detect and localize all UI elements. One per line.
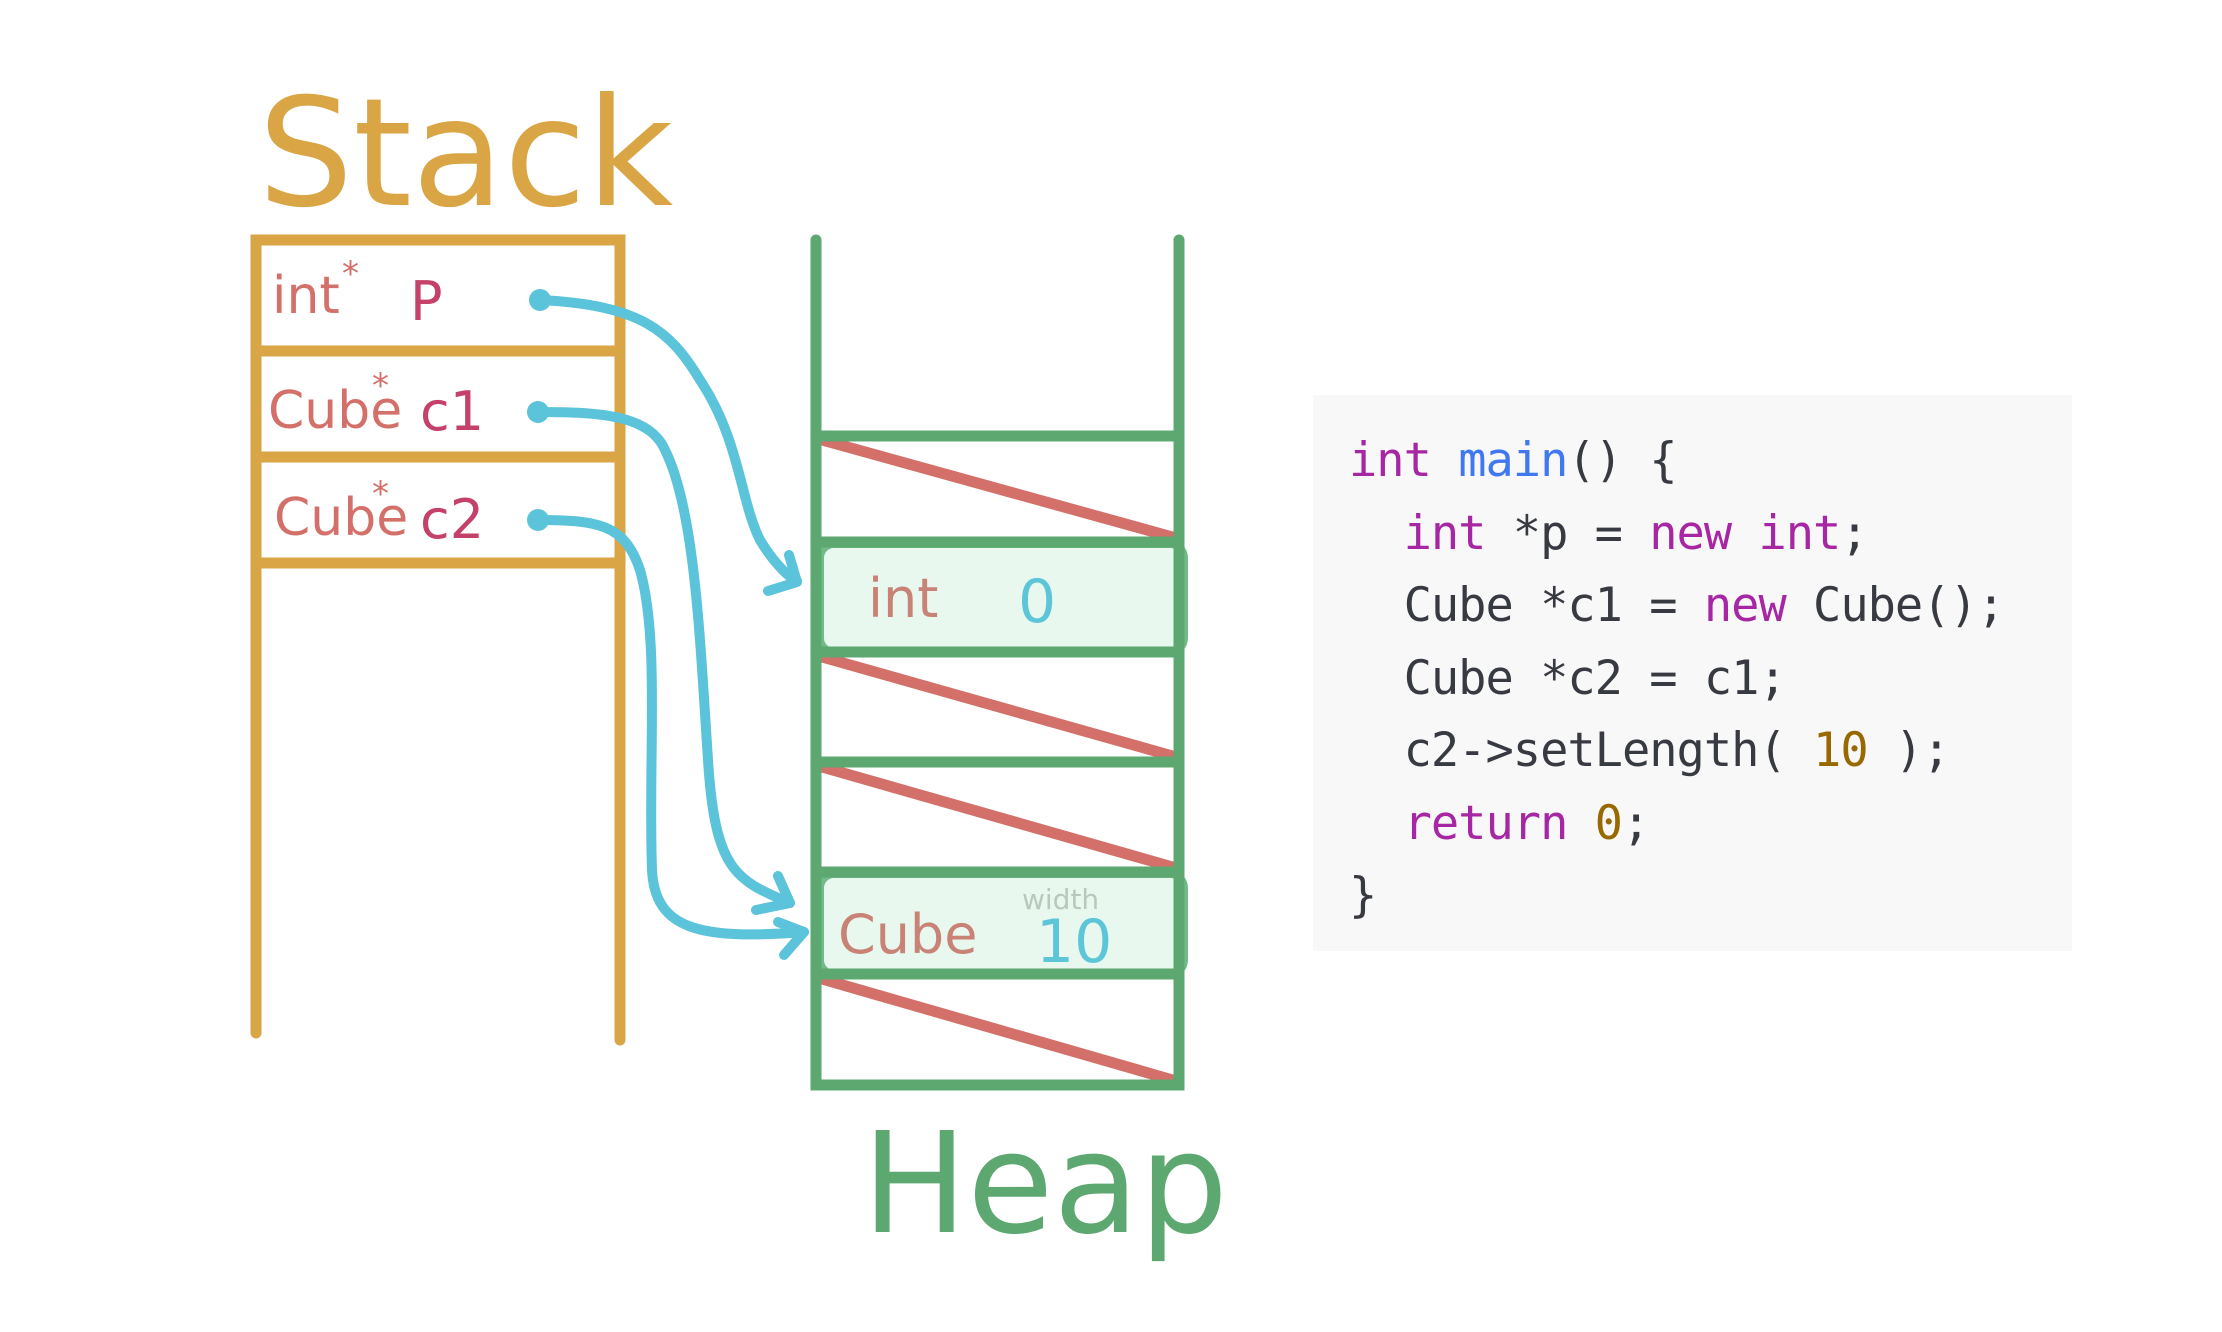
code-token: () { xyxy=(1567,433,1677,488)
stack-frame-name: c1 xyxy=(420,380,484,443)
stack-frame-type: Cube xyxy=(274,488,408,548)
code-snippet: int main() { int *p = new int; Cube *c1 … xyxy=(1313,395,2072,951)
stack-frame-name: c2 xyxy=(420,488,484,551)
heap-free-slash xyxy=(816,973,1182,1087)
stack-frame-outline xyxy=(250,234,626,1046)
code-line: int *p = new int; xyxy=(1349,498,2072,571)
code-token xyxy=(1349,506,1404,561)
code-token: int xyxy=(1758,505,1841,561)
code-token xyxy=(1349,796,1404,851)
code-line: return 0; xyxy=(1349,788,2072,861)
arrowhead-icon xyxy=(751,871,795,915)
code-line: } xyxy=(1349,860,2072,933)
pointer-star-icon: * xyxy=(372,366,389,406)
pointer-arrow-path xyxy=(535,295,802,586)
code-token xyxy=(1431,433,1458,488)
stack-frame-type: int xyxy=(272,266,340,326)
code-token: *p = xyxy=(1485,505,1650,561)
heap-block-type: Cube xyxy=(838,903,977,966)
code-token xyxy=(1731,506,1758,561)
code-token: new xyxy=(1649,505,1732,561)
stack-title: Stack xyxy=(258,67,673,241)
heap-outline xyxy=(810,234,1185,1091)
stack-frame-c1: Cube * c1 xyxy=(268,366,484,443)
heap: int 0 Cube width 10 Heap xyxy=(810,234,1228,1266)
code-token: ; xyxy=(1621,795,1650,851)
arrowhead-icon xyxy=(773,917,809,960)
heap-title: Heap xyxy=(862,1103,1228,1266)
stack-frame-type: Cube xyxy=(268,381,402,441)
code-token: } xyxy=(1349,868,1377,923)
code-token: Cube(); xyxy=(1785,578,2005,633)
pointer-arrow-c1 xyxy=(527,401,795,915)
heap-free-slash xyxy=(816,434,1182,544)
stack-frame-c2: Cube * c2 xyxy=(274,474,484,551)
code-line: c2->setLength( 10 ); xyxy=(1349,715,2072,788)
heap-free-slash xyxy=(816,651,1182,763)
pointer-star-icon: * xyxy=(372,474,389,514)
code-token: 10 xyxy=(1813,723,1869,778)
code-line: int main() { xyxy=(1349,425,2072,498)
pointer-arrows xyxy=(527,289,809,960)
stack-frame-p: int * P xyxy=(272,254,443,333)
code-token: 0 xyxy=(1594,795,1623,851)
pointer-star-icon: * xyxy=(342,254,359,294)
heap-block-value: 0 xyxy=(1018,567,1056,637)
code-token: Cube *c2 = c1; xyxy=(1349,650,1787,706)
heap-block-field-name: width xyxy=(1022,883,1099,916)
code-token: ); xyxy=(1867,723,1951,778)
code-token xyxy=(1567,796,1594,851)
code-token: int xyxy=(1349,433,1432,488)
pointer-arrow-path xyxy=(533,407,795,908)
pointer-arrow-p xyxy=(529,289,802,596)
pointer-arrow-path xyxy=(533,515,809,940)
stack: Stack int * P Cube * c1 Cube * c2 xyxy=(250,67,673,1046)
pointer-arrow-c2 xyxy=(527,509,809,960)
code-token: ; xyxy=(1840,505,1868,561)
code-token: main xyxy=(1458,433,1568,488)
code-token: Cube *c1 = xyxy=(1349,578,1704,633)
code-token: int xyxy=(1403,505,1487,561)
heap-block-value: 10 xyxy=(1036,907,1112,977)
heap-free-slash xyxy=(816,761,1182,874)
arrowhead-icon xyxy=(763,550,802,596)
heap-block-type: int xyxy=(868,567,938,630)
code-line: Cube *c1 = new Cube(); xyxy=(1349,570,2072,643)
stack-frame-name: P xyxy=(410,270,443,333)
code-token: c2->setLength( xyxy=(1349,723,1814,778)
code-line: Cube *c2 = c1; xyxy=(1349,643,2072,716)
code-token: return xyxy=(1403,795,1569,851)
code-token: new xyxy=(1703,578,1787,633)
